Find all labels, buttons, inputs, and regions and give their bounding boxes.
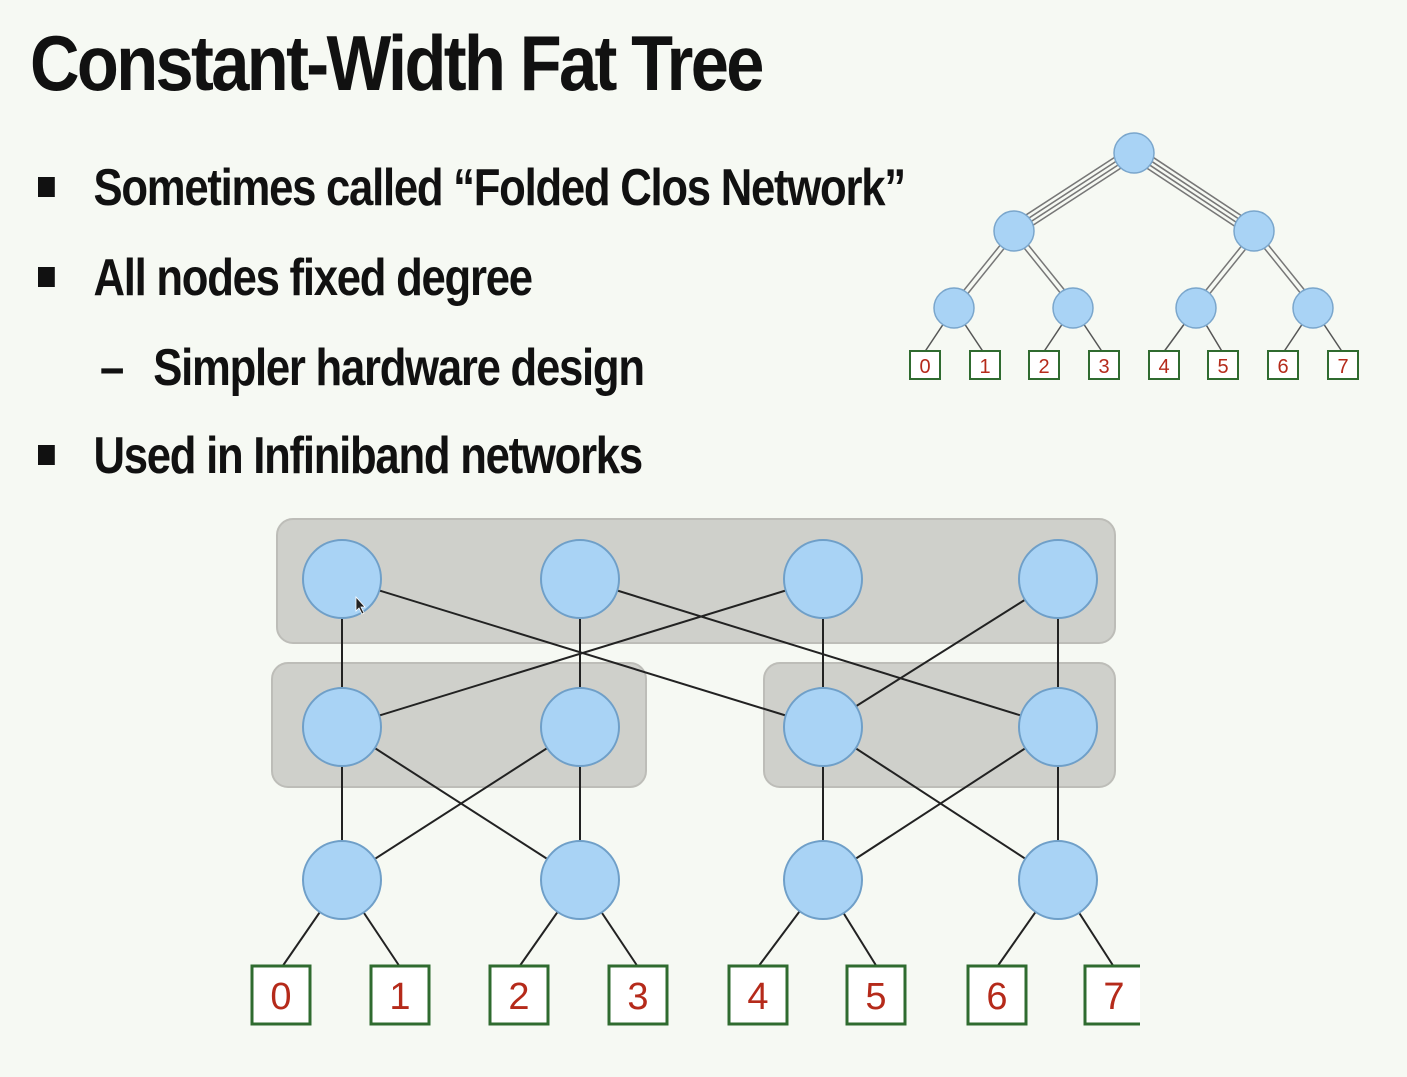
switch-node: [1052, 287, 1094, 329]
folded-clos-diagram: 0 1 2 3 4 5 6 7: [250, 518, 1140, 1026]
leaf-box: 1: [969, 350, 1001, 380]
leaf-box: 4: [727, 964, 789, 1026]
leaf-label: 5: [1217, 356, 1228, 378]
small-tree-edges: [923, 147, 1344, 354]
root-left-link: [1008, 147, 1139, 236]
leaf-label: 2: [1038, 356, 1049, 378]
leaf-label: 6: [986, 976, 1007, 1018]
bottom-switch-node: [540, 840, 620, 920]
leaf-box: 1: [369, 964, 431, 1026]
leaf-box: 2: [488, 964, 550, 1026]
leaf-box: 0: [250, 964, 312, 1026]
leaf-label: 0: [919, 356, 930, 378]
leaf-label: 6: [1277, 356, 1288, 378]
top-switch-node: [540, 539, 620, 619]
switch-node: [933, 287, 975, 329]
leaf-box: 2: [1028, 350, 1060, 380]
leaf-box: 7: [1083, 964, 1140, 1026]
switch-node: [1175, 287, 1217, 329]
leaf-box: 5: [845, 964, 907, 1026]
leaf-label: 5: [865, 976, 886, 1018]
bullet-item: All nodes fixed degree: [38, 248, 533, 308]
root-right-link: [1129, 147, 1258, 236]
leaf-box: 7: [1327, 350, 1359, 380]
leaf-box: 6: [966, 964, 1028, 1026]
bottom-switch-node: [783, 840, 863, 920]
dash-icon: –: [100, 339, 124, 397]
mid-right-group: [763, 662, 1116, 788]
leaf-links: [923, 307, 1344, 354]
switch-node: [1233, 210, 1275, 252]
top-switch-node: [1018, 539, 1098, 619]
bullet-square-icon: [38, 177, 55, 198]
small-tree-nodes: [933, 132, 1334, 329]
top-switch-node: [783, 539, 863, 619]
leaf-label: 4: [747, 976, 768, 1018]
bullet-item: Used in Infiniband networks: [38, 426, 643, 486]
mid-switch-node: [540, 687, 620, 767]
leaf-label: 3: [627, 976, 648, 1018]
top-level-group: [276, 518, 1116, 644]
leaf-label: 0: [270, 976, 291, 1018]
top-switch-node: [302, 539, 382, 619]
leaf-box: 0: [909, 350, 941, 380]
bullet-text: All nodes fixed degree: [93, 249, 533, 307]
leaf-label: 3: [1098, 356, 1109, 378]
bullet-item: Sometimes called “Folded Clos Network”: [38, 158, 906, 218]
leaf-box: 5: [1207, 350, 1239, 380]
mid-switch-node: [302, 687, 382, 767]
leaf-box: 4: [1148, 350, 1180, 380]
bullet-square-icon: [38, 267, 55, 288]
small-tree-leaves: 0 1 2 3 4 5 6 7: [909, 350, 1359, 380]
leaf-box: 6: [1267, 350, 1299, 380]
root-node: [1113, 132, 1155, 174]
main-leaves: 0 1 2 3 4 5 6 7: [250, 964, 1140, 1026]
leaf-label: 1: [389, 976, 410, 1018]
leaf-box: 3: [1088, 350, 1120, 380]
bullet-text: Simpler hardware design: [153, 339, 645, 397]
leaf-box: 3: [607, 964, 669, 1026]
bottom-switch-node: [302, 840, 382, 920]
leaf-label: 2: [508, 976, 529, 1018]
switch-node: [1292, 287, 1334, 329]
leaf-label: 1: [979, 356, 990, 378]
bottom-switch-node: [1018, 840, 1098, 920]
slide-title: Constant-Width Fat Tree: [30, 19, 764, 107]
switch-node: [993, 210, 1035, 252]
mid-switch-node: [1018, 687, 1098, 767]
bullet-text: Used in Infiniband networks: [93, 427, 643, 485]
bullet-square-icon: [38, 445, 55, 466]
leaf-label: 4: [1158, 356, 1169, 378]
leaf-label: 7: [1103, 976, 1124, 1018]
mouse-cursor-icon: [355, 595, 366, 615]
bullet-text: Sometimes called “Folded Clos Network”: [93, 159, 906, 217]
network-nodes: [302, 539, 1098, 920]
leaf-label: 7: [1337, 356, 1348, 378]
mid-switch-node: [783, 687, 863, 767]
sub-bullet-item: –Simpler hardware design: [100, 338, 645, 398]
small-fat-tree-diagram: 0 1 2 3 4 5 6 7: [909, 132, 1359, 380]
group-boxes: [271, 518, 1116, 788]
